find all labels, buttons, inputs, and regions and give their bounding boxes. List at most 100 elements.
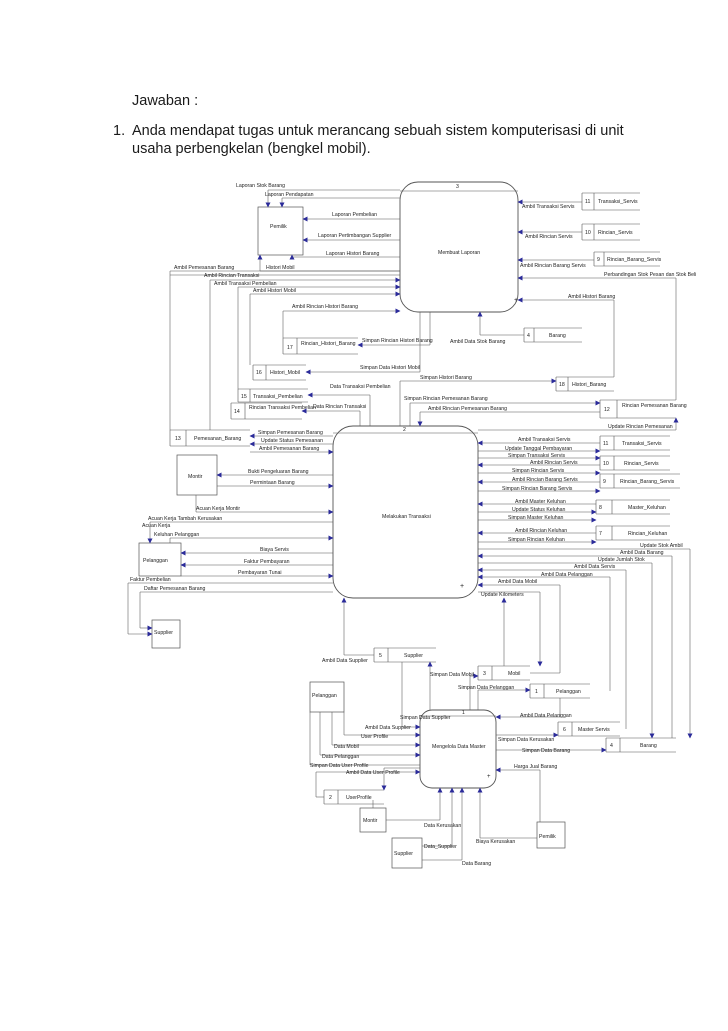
flow-label: Simpan Data User Profile: [310, 763, 369, 769]
question-text-line2: usaha perbengkelan (bengkel mobil).: [132, 141, 371, 157]
datastore-17: 17 Rincian_Histori_Barang: [282, 337, 358, 355]
flow-label: Simpan Data Pelanggan: [458, 685, 514, 691]
flow-label: Simpan Transaksi Servis: [508, 453, 565, 459]
svg-text:9: 9: [597, 257, 600, 263]
datastore-4-top: 4 Barang: [523, 327, 582, 343]
datastore-18: 18 Histori_Barang: [555, 376, 614, 392]
flow-label: Ambil Data Supplier: [322, 658, 368, 664]
flow-label: Biaya Servis: [260, 547, 289, 553]
flow-label: Simpan Rincian Barang Servis: [502, 486, 573, 492]
flow-label: Acuan Kerja Montir: [196, 506, 240, 512]
svg-text:Transaksi_Pembelian: Transaksi_Pembelian: [253, 394, 303, 400]
flow-label: Laporan Pembelian: [332, 212, 377, 218]
datastore-5: 5 Supplier: [373, 647, 436, 663]
datastore-11: 11 Transaksi_Servis: [581, 192, 640, 211]
svg-text:Pemilik: Pemilik: [270, 224, 287, 230]
flow-label: User Profile: [361, 734, 388, 740]
svg-text:13: 13: [175, 436, 181, 442]
flow-label: Faktur Pembelian: [130, 577, 171, 583]
process-1-name: Mengelola Data Master: [432, 744, 486, 750]
flow-label: Update Stok Ambil: [640, 543, 683, 549]
entity-supplier-bottom: Supplier: [391, 837, 423, 869]
datastore-16: 16 Histori_Mobil: [252, 364, 306, 381]
svg-text:4: 4: [610, 743, 613, 749]
svg-text:Pelanggan: Pelanggan: [143, 558, 168, 564]
flow-label: Simpan Data Histori Mobil: [360, 365, 420, 371]
svg-text:+: +: [487, 774, 491, 780]
flow-label: Simpan Data Kerusakan: [498, 737, 554, 743]
flow-label: Ambil Transaksi Servis: [518, 437, 571, 443]
svg-text:Rincian_Barang_Servis: Rincian_Barang_Servis: [620, 479, 675, 485]
svg-text:Mobil: Mobil: [508, 671, 520, 677]
flow-label: Laporan Histori Barang: [326, 251, 379, 257]
entity-pemilik-bottom: Pemilik: [536, 821, 566, 849]
flow-label: Ambil Data Pelanggan: [520, 713, 572, 719]
question-number: 1.: [113, 123, 126, 139]
svg-text:Pelanggan: Pelanggan: [556, 689, 581, 695]
flow-label: Simpan Rincian Servis: [512, 468, 565, 474]
svg-text:UserProfile: UserProfile: [346, 795, 372, 801]
process-1-number: 1: [462, 710, 465, 716]
datastore-4-bottom: 4 Barang: [605, 737, 676, 753]
svg-text:Supplier: Supplier: [404, 653, 423, 659]
datastore-8: 8 Master_Keluhan: [595, 499, 670, 515]
svg-text:16: 16: [256, 370, 262, 376]
flow-label: Daftar Pemesanan Barang: [144, 586, 206, 592]
entity-pemilik-top: Pemilik: [257, 206, 304, 256]
process-3: 3 Membuat Laporan +: [399, 181, 519, 313]
svg-text:Rincian_Servis: Rincian_Servis: [624, 461, 659, 467]
svg-text:Master Servis: Master Servis: [578, 727, 610, 733]
svg-text:Transaksi_Servis: Transaksi_Servis: [622, 441, 662, 447]
flow-label: Ambil Data Servis: [574, 564, 616, 570]
datastore-6: 6 Master Servis: [557, 721, 620, 737]
datastore-3: 3 Mobil: [477, 665, 530, 681]
svg-text:Supplier: Supplier: [394, 851, 413, 857]
flow-label: Harga Jual Barang: [514, 764, 557, 770]
svg-text:9: 9: [603, 479, 606, 485]
flow-label: Ambil Data User Profile: [346, 770, 400, 776]
svg-text:Histori_Barang: Histori_Barang: [572, 382, 606, 388]
datastore-10-b: 10 Rincian_Servis: [599, 455, 670, 471]
entity-montir-bottom: Montir: [359, 807, 387, 833]
flow-label: Update Status Keluhan: [512, 507, 565, 513]
svg-text:15: 15: [241, 394, 247, 400]
datastore-10: 10 Rincian_Servis: [581, 223, 640, 241]
svg-text:Supplier: Supplier: [154, 630, 173, 636]
flow-label: Permintaan Barang: [250, 480, 295, 486]
flow-label: Laporan Pertimbangan Supplier: [318, 233, 392, 239]
flow-label: Laporan Stok Barang: [236, 183, 285, 189]
flow-label: Simpan Rincian Keluhan: [508, 537, 565, 543]
datastore-15: 15 Transaksi_Pembelian: [237, 388, 308, 403]
flow-label: Perbandingan Stok Pesan dan Stok Beli: [604, 272, 696, 278]
flow-label: Simpan Data Barang: [522, 748, 570, 754]
svg-text:17: 17: [287, 345, 293, 351]
flow-label: Simpan Data Supplier: [400, 715, 451, 721]
flow-label: Ambil Rincian Histori Barang: [292, 304, 358, 310]
svg-text:Barang: Barang: [549, 333, 566, 339]
svg-text:7: 7: [599, 531, 602, 537]
svg-text:Rincian Pemesanan Barang: Rincian Pemesanan Barang: [622, 403, 687, 409]
entity-montir-top: Montir: [176, 454, 218, 496]
flows-process-1: Simpan Data Mobil Simpan Data Pelanggan …: [309, 661, 607, 867]
svg-text:Rincian_Histori_Barang: Rincian_Histori_Barang: [301, 341, 356, 347]
process-2-name: Melakukan Transaksi: [382, 514, 431, 520]
flow-label: Keluhan Pelanggan: [154, 532, 199, 538]
datastore-12: 12 Rincian Pemesanan Barang: [599, 399, 687, 419]
flow-label: Data Barang: [462, 861, 491, 867]
flow-label: Simpan Histori Barang: [420, 375, 472, 381]
flow-label: Ambil Master Keluhan: [515, 499, 566, 505]
flow-label: Laporan Pendapatan: [265, 192, 314, 198]
svg-text:4: 4: [527, 333, 530, 339]
svg-text:Histori_Mobil: Histori_Mobil: [270, 370, 300, 376]
datastore-11-b: 11 Transaksi_Servis: [599, 435, 670, 451]
flow-label: Ambil Data Barang: [620, 550, 664, 556]
entity-pelanggan-top: Pelanggan: [138, 542, 182, 577]
flow-label: Ambil Rincian Barang Servis: [520, 263, 586, 269]
svg-text:11: 11: [585, 199, 590, 205]
svg-text:+: +: [460, 583, 464, 590]
flow-label: Ambil Data Supplier: [365, 725, 411, 731]
flow-label: Ambil Rincian Servis: [530, 460, 578, 466]
svg-text:3: 3: [483, 671, 486, 677]
svg-text:Master_Keluhan: Master_Keluhan: [628, 505, 666, 511]
svg-text:Pemesanan_Barang: Pemesanan_Barang: [194, 436, 241, 442]
